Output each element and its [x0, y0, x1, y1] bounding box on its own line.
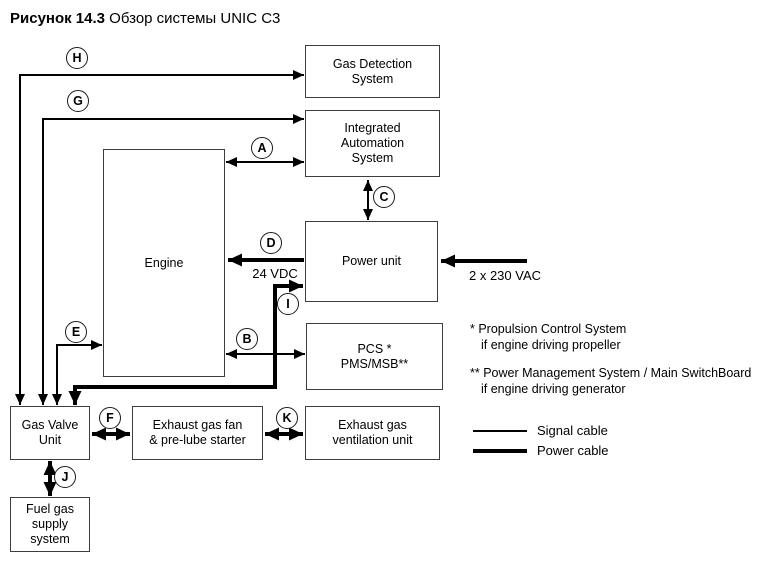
box-pcs-pms-msb: PCS * PMS/MSB**: [306, 323, 443, 390]
connector-label-j: J: [54, 466, 76, 488]
signal-cable-line: [473, 430, 527, 432]
cable-e-gvu-engine: [52, 340, 102, 405]
connector-label-g: G: [67, 90, 89, 112]
cable-i-power-unit-gvu: [68, 279, 303, 405]
connector-label-f: F: [99, 407, 121, 429]
box-gas-detection-system: Gas Detection System: [305, 45, 440, 98]
figure-number: Рисунок 14.3: [10, 10, 106, 27]
legend-signal-cable: Signal cable: [537, 423, 608, 438]
footnote-pms: ** Power Management System / Main Switch…: [470, 366, 751, 397]
power-cable-line: [473, 449, 527, 453]
figure-caption: Обзор системы UNIC C3: [105, 10, 281, 27]
connector-label-k: K: [276, 407, 298, 429]
box-gas-valve-unit: Gas Valve Unit: [10, 406, 90, 460]
connector-label-a: A: [251, 137, 273, 159]
legend-power-cable: Power cable: [537, 443, 609, 458]
box-power-unit: Power unit: [305, 221, 438, 302]
connector-label-c: C: [373, 186, 395, 208]
footnote-pcs-line1: * Propulsion Control System: [470, 322, 627, 336]
box-exhaust-gas-ventilation-unit: Exhaust gas ventilation unit: [305, 406, 440, 460]
connector-label-h: H: [66, 47, 88, 69]
connector-label-d: D: [260, 232, 282, 254]
box-engine: Engine: [103, 149, 225, 377]
connector-label-e: E: [65, 321, 87, 343]
box-fuel-gas-supply-system: Fuel gas supply system: [10, 497, 90, 552]
cable-h-gvu-to-gas-detection: [15, 70, 304, 405]
box-integrated-automation-system: Integrated Automation System: [305, 110, 440, 177]
label-2x230vac: 2 x 230 VAC: [468, 268, 542, 283]
figure-title: Рисунок 14.3 Обзор системы UNIC C3: [10, 10, 280, 27]
footnote-pcs-line2: if engine driving propeller: [481, 337, 621, 352]
connector-label-b: B: [236, 328, 258, 350]
box-exhaust-gas-fan-prelube-starter: Exhaust gas fan & pre-lube starter: [132, 406, 263, 460]
footnote-pms-line1: ** Power Management System / Main Switch…: [470, 366, 752, 380]
cable-g-gvu-to-ias: [38, 114, 304, 405]
footnote-pcs: * Propulsion Control System if engine dr…: [470, 322, 626, 353]
connector-label-i: I: [277, 293, 299, 315]
footnote-pms-line2: if engine driving generator: [481, 381, 626, 396]
label-24vdc: 24 VDC: [252, 266, 298, 281]
